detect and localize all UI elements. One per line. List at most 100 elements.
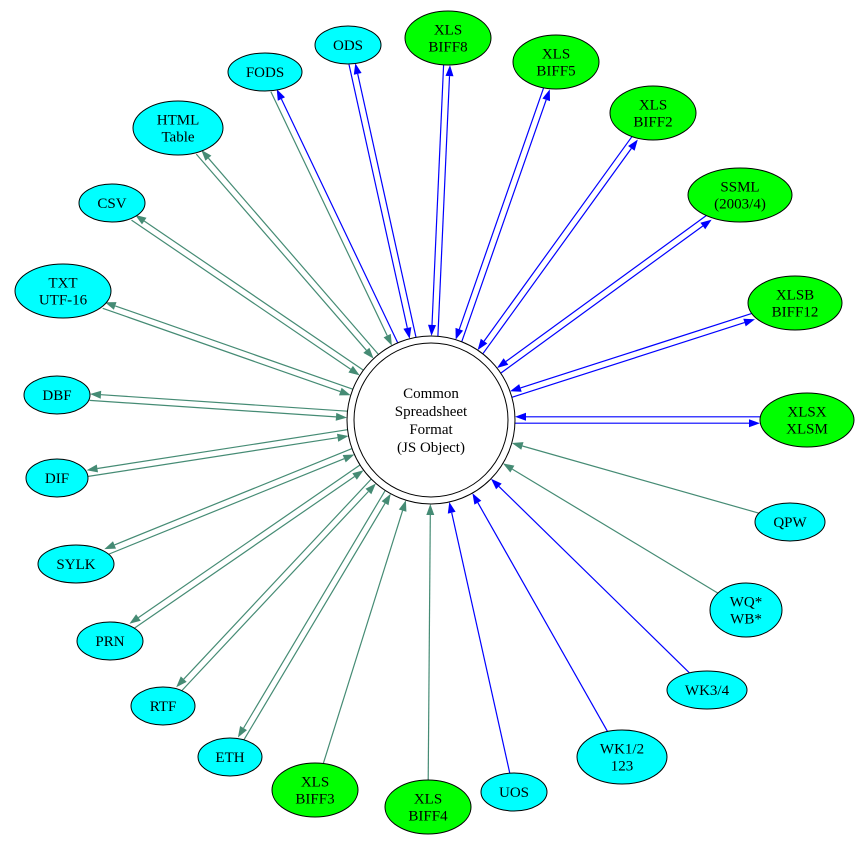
format-node-prn: PRN — [76, 621, 144, 661]
node-label: SYLK — [56, 557, 95, 573]
edge-arrowhead — [352, 470, 364, 480]
edge-line — [431, 64, 445, 326]
edge-line — [511, 322, 745, 398]
edge-xls-biff2 — [477, 135, 638, 355]
edge-line — [243, 490, 386, 729]
edge-arrowhead — [743, 318, 755, 327]
edge-line — [511, 468, 719, 594]
node-label: ETH — [215, 750, 244, 766]
edge-line — [477, 502, 609, 732]
node-label: UOS — [499, 785, 529, 801]
edge-arrowhead — [749, 419, 760, 428]
format-node-fods: FODS — [227, 52, 303, 92]
node-ellipse — [576, 729, 668, 785]
edge-arrowhead — [135, 214, 147, 225]
node-ellipse — [687, 167, 793, 223]
edge-xls-biff4 — [426, 504, 435, 781]
edge-arrowhead — [86, 464, 98, 473]
edge-txt-utf16 — [102, 302, 353, 396]
node-ellipse — [314, 25, 382, 65]
edge-arrowhead — [129, 614, 141, 624]
edge-arrowhead — [348, 365, 360, 376]
edge-qpw — [511, 442, 760, 514]
edge-line — [348, 64, 408, 329]
edge-arrowhead — [477, 338, 488, 351]
edge-dif — [86, 429, 349, 478]
edge-line — [461, 99, 547, 342]
edge-line — [106, 458, 345, 556]
edge-arrowhead — [700, 219, 712, 230]
edge-arrowhead — [628, 139, 638, 151]
edge-arrowhead — [201, 149, 212, 161]
edge-arrowhead — [365, 483, 376, 495]
edge-arrowhead — [497, 358, 509, 368]
edge-line — [115, 305, 353, 390]
node-ellipse — [709, 582, 783, 638]
edge-line — [87, 437, 338, 478]
edge-sylk — [104, 448, 355, 556]
edge-line — [132, 476, 355, 630]
edge-line — [183, 478, 372, 680]
edge-line — [498, 485, 690, 674]
edge-arrowhead — [335, 412, 347, 421]
edge-line — [89, 399, 337, 418]
node-label: WK3/4 — [685, 683, 730, 699]
edge-line — [505, 213, 709, 362]
format-node-ods: ODS — [314, 25, 382, 65]
edge-arrowhead — [502, 463, 515, 473]
node-label: DIF — [45, 471, 69, 487]
node-ellipse — [271, 762, 359, 818]
edge-arrowhead — [276, 89, 285, 101]
node-ellipse — [76, 621, 144, 661]
edge-line — [437, 76, 451, 337]
node-ellipse — [512, 34, 600, 90]
edge-eth — [237, 490, 391, 742]
node-ellipse — [666, 670, 748, 710]
edge-line — [102, 307, 341, 393]
format-node-csv: CSV — [78, 183, 146, 223]
edge-line — [97, 429, 348, 470]
edge-line — [114, 448, 353, 546]
edge-layer — [86, 63, 760, 781]
edge-arrowhead — [383, 333, 392, 346]
edge-arrowhead — [542, 89, 550, 102]
node-label: RTF — [150, 699, 177, 715]
edge-wk1-2-123 — [472, 493, 609, 732]
format-node-qpw: QPW — [754, 502, 826, 542]
edge-arrowhead — [491, 478, 502, 490]
node-label: DBF — [42, 388, 71, 404]
edge-arrowhead — [342, 454, 355, 463]
edge-line — [270, 91, 388, 336]
format-node-wk3-4: WK3/4 — [666, 670, 748, 710]
edge-arrowhead — [176, 676, 187, 688]
center-outer-circle — [346, 335, 516, 505]
format-node-dif: DIF — [25, 458, 89, 498]
node-ellipse — [78, 183, 146, 223]
edge-fods — [270, 89, 399, 346]
edge-arrowhead — [237, 726, 247, 738]
node-label: CSV — [97, 196, 126, 212]
edge-arrowhead — [447, 502, 456, 514]
node-ellipse — [25, 458, 89, 498]
edge-arrowhead — [339, 387, 351, 396]
edge-line — [483, 135, 634, 342]
node-label: SSML(2003/4) — [714, 180, 766, 213]
edge-dbf — [89, 390, 348, 421]
edge-arrowhead — [104, 302, 117, 310]
edge-line — [482, 148, 632, 355]
edge-html-table — [195, 149, 379, 359]
edge-rtf — [176, 478, 376, 693]
